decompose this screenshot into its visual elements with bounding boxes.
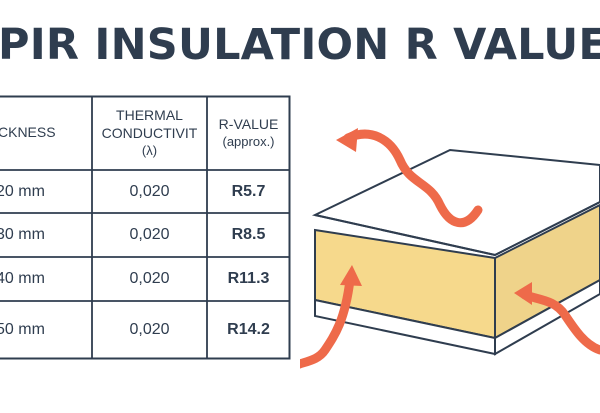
table-grid-lines: [0, 95, 291, 360]
table-row-4-rvalue: R14.2: [227, 320, 270, 338]
table-row-2-thickness: 30 mm: [0, 226, 45, 244]
heat-arrow-right-head: [514, 282, 532, 305]
header-conductivity-line1: THERMAL: [116, 106, 183, 123]
table-row-2-rvalue: R8.5: [231, 226, 266, 244]
header-thickness: CKNESS: [0, 95, 92, 170]
table-row-3-conductivity: 0,020: [129, 270, 170, 288]
board-bottom-side: [494, 278, 600, 356]
header-rvalue-line1: R-VALUE: [218, 115, 279, 132]
heat-arrow-top-head: [336, 128, 358, 152]
r-value-table: CKNESS THERMAL CONDUCTIVIT (λ) R-VALUE (…: [0, 95, 292, 360]
heat-arrow-right: [520, 290, 600, 355]
insulation-board-svg: [300, 128, 600, 369]
header-conductivity: THERMAL CONDUCTIVIT (λ): [92, 95, 207, 170]
heat-arrow-bottom-left: [300, 275, 355, 369]
table-row-3-rvalue: R11.3: [227, 270, 270, 288]
header-rvalue-line2: (approx.): [222, 133, 275, 149]
board-3d: [311, 148, 600, 356]
table-row-4-thickness: 50 mm: [0, 320, 45, 338]
table-row-2-conductivity: 0,020: [129, 226, 170, 244]
header-conductivity-line3: (λ): [141, 142, 158, 158]
table-row-3-thickness: 40 mm: [0, 270, 45, 288]
heat-arrow-top: [343, 129, 483, 227]
table-row-1-rvalue: R5.7: [231, 182, 266, 200]
table-row-1-thickness: 20 mm: [0, 182, 45, 200]
header-thickness-label: CKNESS: [0, 124, 56, 141]
board-top-facing-line: [314, 214, 496, 256]
table-row-1-conductivity: 0,020: [129, 182, 170, 200]
header-rvalue: R-VALUE (approx.): [207, 95, 290, 170]
board-side-foam: [494, 203, 600, 340]
board-top-facing-line-side: [494, 201, 600, 256]
header-conductivity-line2: CONDUCTIVIT: [101, 124, 198, 141]
heat-arrow-bottom-left-head: [340, 265, 362, 286]
insulation-board-illustration: [300, 110, 600, 413]
table-row-4-conductivity: 0,020: [129, 320, 170, 338]
page-title: PIR INSULATION R VALUE: [0, 20, 600, 70]
heat-arrows: [300, 129, 600, 369]
